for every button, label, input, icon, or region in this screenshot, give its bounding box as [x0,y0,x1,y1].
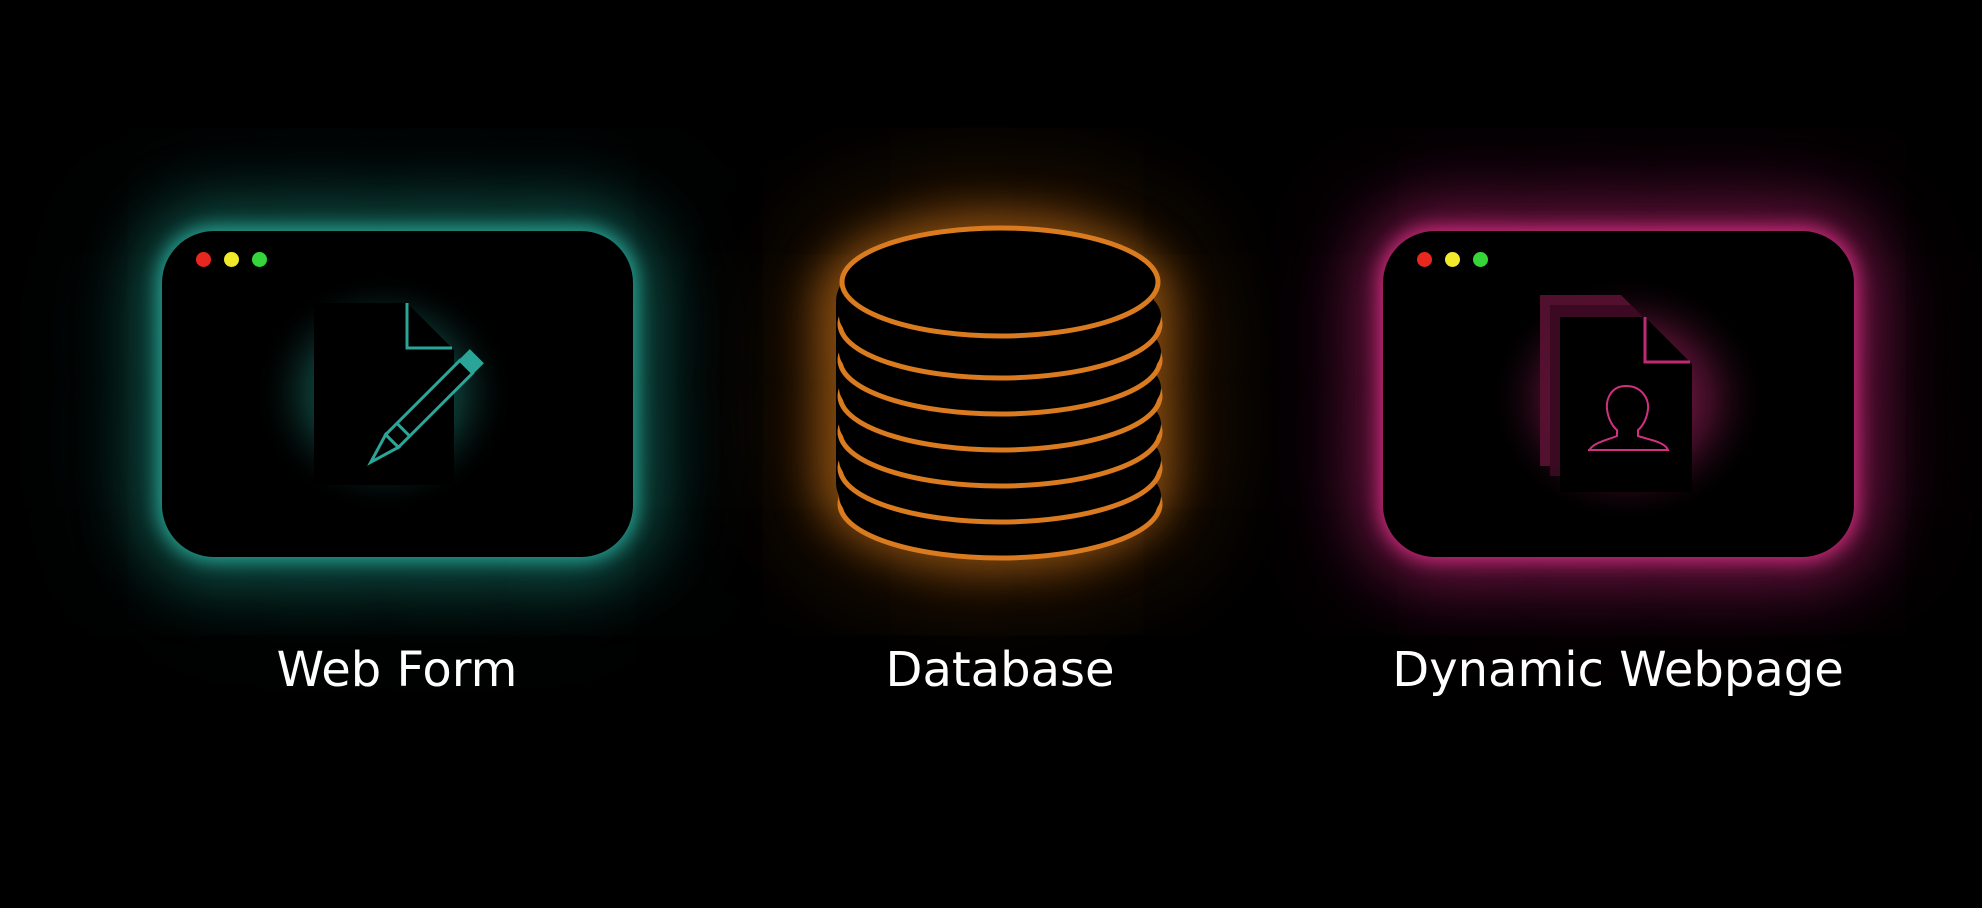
window-controls [1417,252,1488,267]
database-node [830,225,1170,566]
dynamic-webpage-panel: Dynamic Webpage [1288,0,1948,908]
user-documents-icon [1488,274,1768,524]
database-label: Database [885,642,1115,698]
web-form-panel: Web Form [67,0,727,908]
maximize-dot-icon [252,252,267,267]
database-top [839,225,1161,339]
maximize-dot-icon [1473,252,1488,267]
dynamic-webpage-label: Dynamic Webpage [1392,642,1844,698]
web-form-window [162,231,633,557]
window-controls [196,252,267,267]
minimize-dot-icon [224,252,239,267]
minimize-dot-icon [1445,252,1460,267]
database-panel: Database [670,0,1330,908]
close-dot-icon [1417,252,1432,267]
close-dot-icon [196,252,211,267]
database-icon [837,225,1163,561]
edit-document-icon [254,273,514,513]
web-form-label: Web Form [276,642,518,698]
dynamic-webpage-window [1383,231,1854,557]
